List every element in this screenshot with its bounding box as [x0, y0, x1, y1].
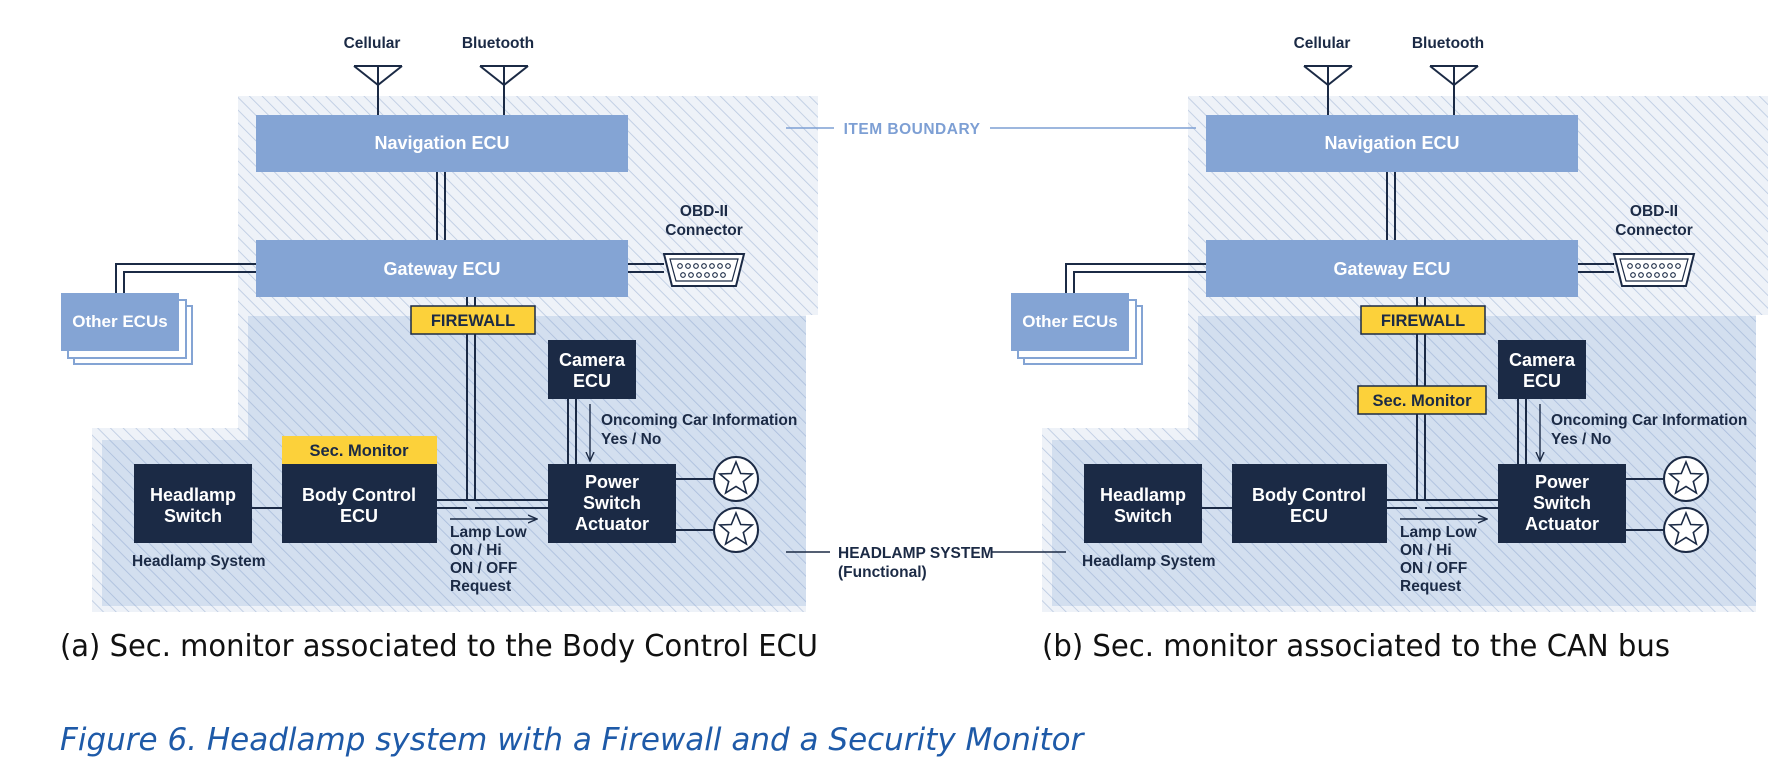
oncoming-info-label-line1: Oncoming Car Information	[1551, 412, 1747, 429]
cellular-label: Cellular	[1294, 35, 1351, 52]
obd-label-line2: Connector	[1615, 222, 1693, 239]
gateway-ecu-label: Gateway ECU	[383, 259, 500, 279]
lamp-request-label-line1: Lamp Low	[450, 524, 528, 541]
power-switch-label-line2: Switch	[583, 493, 641, 513]
headlamp-system-label: Headlamp System	[1082, 553, 1216, 570]
power-switch-label-line3: Actuator	[1525, 514, 1599, 534]
bluetooth-label: Bluetooth	[462, 35, 534, 52]
lamp-request-label-line1: Lamp Low	[1400, 524, 1478, 541]
body-control-label-line1: Body Control	[302, 485, 416, 505]
camera-ecu-label-line1: Camera	[559, 350, 626, 370]
power-switch-label-line1: Power	[585, 472, 639, 492]
firewall-badge	[410, 305, 536, 335]
headlamp-switch-label-line1: Headlamp	[1100, 485, 1186, 505]
body-control-label-line1: Body Control	[1252, 485, 1366, 505]
lamp-request-label-line4: Request	[450, 578, 511, 595]
cellular-label: Cellular	[344, 35, 401, 52]
oncoming-info-label-line2: Yes / No	[601, 431, 661, 448]
panel-a: FIREWALL Sec. Monitor Cellular Bluetooth…	[61, 35, 818, 612]
lamp-request-label-line2: ON / Hi	[1400, 542, 1452, 559]
subcaption-b: (b) Sec. monitor associated to the CAN b…	[1042, 629, 1670, 664]
sec-monitor-label: Sec. Monitor	[309, 442, 409, 460]
headlamp-switch-label-line1: Headlamp	[150, 485, 236, 505]
lamp-request-label-line3: ON / OFF	[450, 560, 517, 577]
camera-ecu-label-line1: Camera	[1509, 350, 1576, 370]
firewall-label: FIREWALL	[431, 312, 515, 330]
bodycontrol-actuator-bus	[437, 499, 548, 509]
bluetooth-label: Bluetooth	[1412, 35, 1484, 52]
headlamp-functional-label-line1: HEADLAMP SYSTEM	[838, 545, 994, 562]
firewall-label: FIREWALL	[1381, 312, 1465, 330]
headlamp-system-label: Headlamp System	[132, 553, 266, 570]
camera-ecu-label-line2: ECU	[1523, 371, 1561, 391]
oncoming-info-label-line1: Oncoming Car Information	[601, 412, 797, 429]
headlamp-switch-label-line2: Switch	[1114, 506, 1172, 526]
sec-monitor-badge	[1357, 385, 1487, 415]
power-switch-label-line1: Power	[1535, 472, 1589, 492]
power-switch-label-line3: Actuator	[575, 514, 649, 534]
headlamp-switch-label-line2: Switch	[164, 506, 222, 526]
body-control-label-line2: ECU	[1290, 506, 1328, 526]
bodycontrol-actuator-bus	[1387, 499, 1498, 509]
lamp-request-label-line3: ON / OFF	[1400, 560, 1467, 577]
power-switch-label-line2: Switch	[1533, 493, 1591, 513]
camera-ecu-label-line2: ECU	[573, 371, 611, 391]
obd-label-line1: OBD-II	[1630, 203, 1678, 220]
navigation-ecu-label: Navigation ECU	[374, 133, 509, 153]
subcaption-a: (a) Sec. monitor associated to the Body …	[60, 629, 818, 664]
item-boundary-label: ITEM BOUNDARY	[844, 121, 981, 138]
panel-b: FIREWALL Sec. Monitor Cellular Bluetooth…	[1011, 35, 1768, 612]
oncoming-info-label-line2: Yes / No	[1551, 431, 1611, 448]
navigation-ecu-label: Navigation ECU	[1324, 133, 1459, 153]
body-control-label-line2: ECU	[340, 506, 378, 526]
other-ecus-label: Other ECUs	[72, 312, 167, 331]
obd-label-line2: Connector	[665, 222, 743, 239]
gateway-ecu-label: Gateway ECU	[1333, 259, 1450, 279]
sec-monitor-badge	[282, 436, 437, 464]
headlamp-functional-callout: HEADLAMP SYSTEM (Functional)	[786, 545, 1066, 581]
item-boundary-callout: ITEM BOUNDARY	[786, 121, 1196, 138]
lamp-request-label-line2: ON / Hi	[450, 542, 502, 559]
sec-monitor-label: Sec. Monitor	[1372, 392, 1472, 410]
figure-caption: Figure 6. Headlamp system with a Firewal…	[60, 722, 1084, 758]
firewall-badge	[1360, 305, 1486, 335]
headlamp-functional-label-line2: (Functional)	[838, 564, 927, 581]
obd-label-line1: OBD-II	[680, 203, 728, 220]
other-ecus-label: Other ECUs	[1022, 312, 1117, 331]
lamp-request-label-line4: Request	[1400, 578, 1461, 595]
